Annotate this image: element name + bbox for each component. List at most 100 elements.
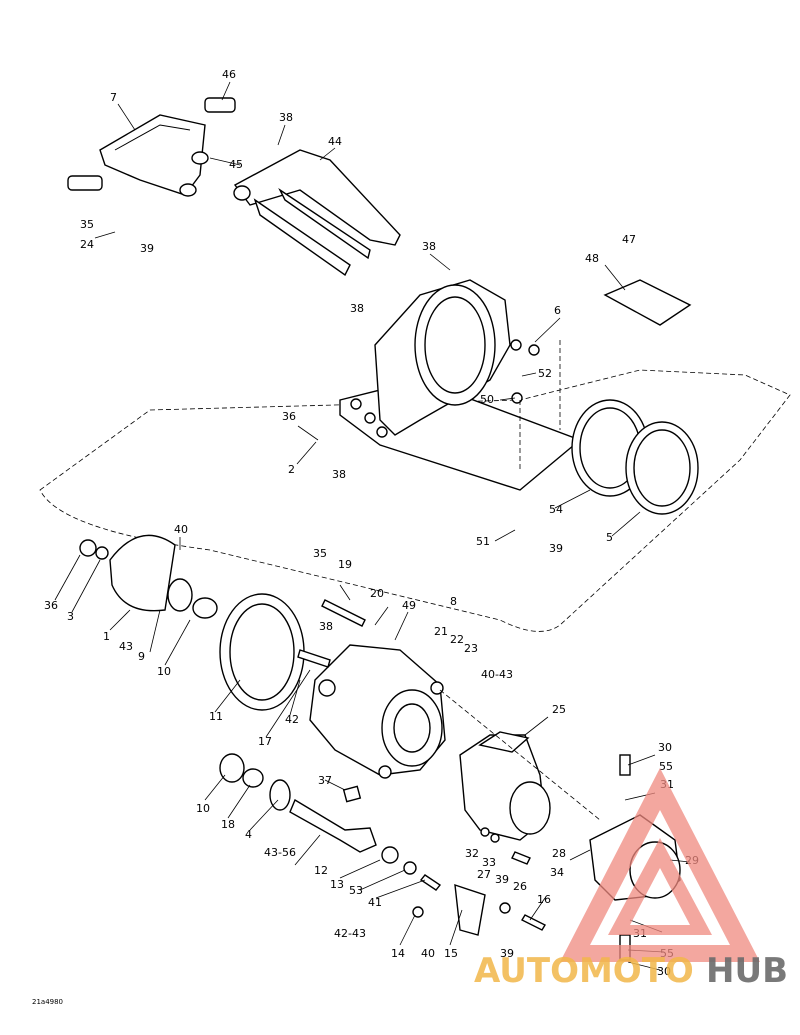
part-label: 38 bbox=[279, 111, 293, 124]
part-label: 7 bbox=[110, 91, 117, 104]
watermark-triangle bbox=[560, 768, 760, 962]
bearing-part bbox=[219, 753, 291, 811]
leader-line bbox=[164, 619, 191, 666]
part-label: 39 bbox=[500, 947, 514, 960]
part-label: 45 bbox=[229, 158, 243, 171]
leader-line bbox=[534, 317, 561, 343]
part-label: 36 bbox=[282, 410, 296, 423]
part-label: 41 bbox=[368, 896, 382, 909]
leader-line bbox=[521, 372, 537, 377]
part-label: 8 bbox=[450, 595, 457, 608]
part-label: 34 bbox=[550, 866, 564, 879]
leader-line bbox=[296, 441, 317, 465]
part-label: 12 bbox=[314, 864, 328, 877]
part-label: 39 bbox=[140, 242, 154, 255]
watermark-text-hub: HUB bbox=[706, 951, 788, 991]
part-label: 24 bbox=[80, 238, 94, 251]
part-label: 27 bbox=[477, 868, 491, 881]
part-label: 22 bbox=[450, 633, 464, 646]
part-label: 43 bbox=[119, 640, 133, 653]
part-label: 20 bbox=[370, 587, 384, 600]
leader-line bbox=[54, 554, 81, 601]
part-label: 38 bbox=[350, 302, 364, 315]
part-label: 36 bbox=[44, 599, 58, 612]
part-label: 10 bbox=[157, 665, 171, 678]
part-label: 47 bbox=[622, 233, 636, 246]
part-label: 28 bbox=[552, 847, 566, 860]
part-label: 21 bbox=[434, 625, 448, 638]
leader-line bbox=[71, 559, 101, 613]
drawing-code: 21a4980 bbox=[32, 998, 63, 1006]
leader-line bbox=[359, 869, 406, 891]
part-label: 1 bbox=[103, 630, 110, 643]
part-label: 3 bbox=[67, 610, 74, 623]
assembly-outline bbox=[39, 369, 791, 632]
part-label: 49 bbox=[402, 599, 416, 612]
part-label: 4 bbox=[245, 828, 252, 841]
wear-ring-part bbox=[219, 593, 305, 711]
leader-line bbox=[117, 103, 136, 131]
part-label: 44 bbox=[328, 135, 342, 148]
part-label: 38 bbox=[319, 620, 333, 633]
part-label: 39 bbox=[549, 542, 563, 555]
part-label: 6 bbox=[554, 304, 561, 317]
part-label: 25 bbox=[552, 703, 566, 716]
part-label: 35 bbox=[313, 547, 327, 560]
leader-line bbox=[494, 529, 516, 542]
leader-line bbox=[604, 264, 626, 291]
part-label: 30 bbox=[657, 965, 671, 978]
part-label: 17 bbox=[258, 735, 272, 748]
part-label: 2 bbox=[288, 463, 295, 476]
leader-line bbox=[524, 716, 549, 736]
part-label: 11 bbox=[209, 710, 223, 723]
square-plate-part bbox=[603, 279, 692, 326]
part-label: 40 bbox=[421, 947, 435, 960]
part-label: 40-43 bbox=[481, 668, 513, 681]
leader-line bbox=[265, 669, 311, 738]
part-label: 43-56 bbox=[264, 846, 296, 859]
part-label: 52 bbox=[538, 367, 552, 380]
impeller-part bbox=[79, 534, 218, 619]
pump-housing-part bbox=[297, 644, 446, 779]
leader-line bbox=[374, 606, 389, 626]
leader-line bbox=[209, 157, 241, 166]
part-label: 39 bbox=[495, 873, 509, 886]
leader-lines bbox=[54, 81, 691, 971]
leader-line bbox=[324, 779, 346, 791]
leader-line bbox=[221, 81, 231, 101]
part-label: 19 bbox=[338, 558, 352, 571]
part-label: 15 bbox=[444, 947, 458, 960]
leader-line bbox=[554, 489, 591, 509]
part-label: 9 bbox=[138, 650, 145, 663]
drive-shaft-part bbox=[289, 798, 377, 853]
part-label: 26 bbox=[513, 880, 527, 893]
leader-line bbox=[669, 859, 691, 863]
part-label: 53 bbox=[349, 884, 363, 897]
mounting-plate-part bbox=[339, 279, 582, 491]
part-label: 46 bbox=[222, 68, 236, 81]
leader-line bbox=[394, 611, 409, 641]
leader-line bbox=[94, 231, 116, 239]
part-label: 35 bbox=[80, 218, 94, 231]
part-label: 42-43 bbox=[334, 927, 366, 940]
stud-part bbox=[321, 599, 366, 627]
leader-line bbox=[149, 609, 161, 653]
alignment-line bbox=[439, 689, 601, 821]
leader-line bbox=[204, 774, 226, 801]
part-label: 37 bbox=[318, 774, 332, 787]
part-label: 42 bbox=[285, 713, 299, 726]
part-label: 10 bbox=[196, 802, 210, 815]
part-label: 23 bbox=[464, 642, 478, 655]
part-label: 48 bbox=[585, 252, 599, 265]
part-label: 55 bbox=[659, 760, 673, 773]
part-label: 32 bbox=[465, 847, 479, 860]
part-label: 30 bbox=[658, 741, 672, 754]
watermark-logo bbox=[560, 768, 760, 962]
leader-line bbox=[627, 754, 656, 766]
hardware-parts bbox=[342, 785, 546, 936]
leader-line bbox=[429, 253, 451, 271]
part-label: 5 bbox=[606, 531, 613, 544]
leader-line bbox=[529, 897, 546, 921]
leader-line bbox=[449, 909, 463, 946]
